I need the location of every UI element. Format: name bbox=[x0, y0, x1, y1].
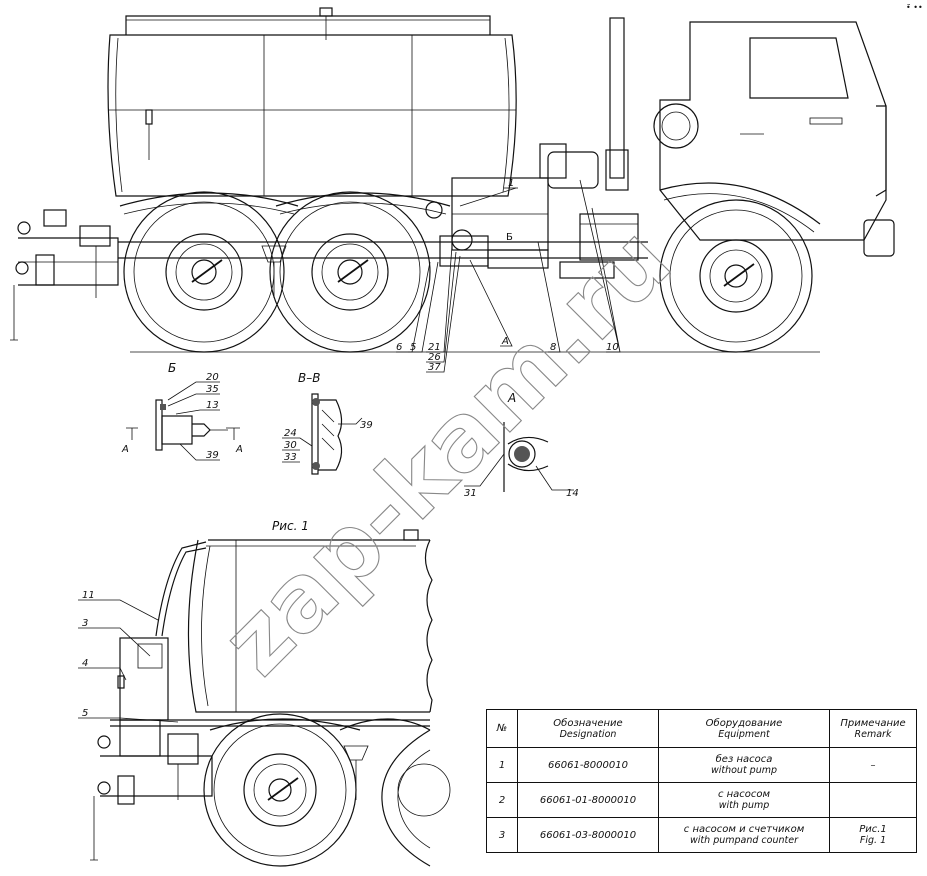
main-callout-numbers: 1 6 5 21 26 37 8 10 А Б bbox=[396, 178, 619, 373]
view-b-callout-13: 13 bbox=[206, 400, 219, 411]
callout-26: 26 bbox=[428, 352, 441, 363]
hatch-bolts bbox=[312, 398, 320, 470]
fig1-callout-4: 4 bbox=[82, 658, 88, 669]
row-remark: – bbox=[829, 747, 917, 783]
view-a-label: А bbox=[507, 391, 516, 405]
view-b-callout-39: 39 bbox=[206, 450, 219, 461]
view-b-section-a-right: А bbox=[235, 444, 243, 455]
row-designation: 66061-8000010 bbox=[517, 747, 659, 783]
cab bbox=[653, 21, 895, 257]
view-b-label: Б bbox=[168, 361, 176, 375]
view-vv: В–В 39 24 30 33 bbox=[282, 371, 373, 475]
view-vv-callout-39: 39 bbox=[360, 420, 373, 431]
view-label-a-marker: А bbox=[501, 336, 509, 347]
view-b: Б А А 20 35 13 39 bbox=[121, 361, 243, 461]
rear-axle-wheel-1 bbox=[123, 191, 285, 353]
view-b-section-a-left: А bbox=[121, 444, 129, 455]
row-number: 1 bbox=[486, 747, 518, 783]
row-designation: 66061-03-8000010 bbox=[517, 817, 659, 853]
callout-1: 1 bbox=[508, 178, 514, 189]
view-b-callout-20: 20 bbox=[206, 372, 219, 383]
callout-5: 5 bbox=[410, 342, 416, 353]
table-row: 3 66061-03-8000010 с насосом и счетчиком… bbox=[486, 817, 917, 853]
fig1-callout-5: 5 bbox=[82, 708, 88, 719]
callout-21: 21 bbox=[428, 342, 441, 353]
suspension bbox=[261, 245, 287, 298]
fig1-wheel-1 bbox=[203, 713, 357, 867]
callout-10: 10 bbox=[606, 342, 619, 353]
fig1-title: Рис. 1 bbox=[272, 519, 309, 533]
equipment-box bbox=[425, 17, 639, 279]
rear-axle-wheel-2 bbox=[269, 191, 431, 353]
view-vv-label: В–В bbox=[298, 371, 320, 385]
fig1-wheel-2 bbox=[381, 729, 451, 867]
view-a-callout-14: 14 bbox=[566, 488, 579, 499]
callout-6: 6 bbox=[396, 342, 402, 353]
view-label-b-on-box: Б bbox=[506, 232, 513, 243]
view-vv-callout-24: 24 bbox=[284, 428, 297, 439]
watermark: zap-kam.ru bbox=[202, 207, 691, 696]
view-b-callout-35: 35 bbox=[206, 384, 219, 395]
callout-37: 37 bbox=[428, 362, 441, 373]
truck-side-view: 1 6 5 21 26 37 8 10 А Б bbox=[10, 7, 895, 373]
fig1-callout-11: 11 bbox=[82, 590, 95, 601]
fig1-view: Рис. 1 bbox=[78, 519, 451, 867]
view-vv-callout-33: 33 bbox=[284, 452, 297, 463]
callout-8: 8 bbox=[550, 342, 556, 353]
row-remark bbox=[829, 782, 917, 818]
corner-mark: •̃ •• bbox=[906, 3, 923, 12]
header-number: № bbox=[486, 709, 518, 748]
view-a: А 31 14 bbox=[464, 391, 579, 499]
tank bbox=[107, 7, 517, 197]
row-number: 2 bbox=[486, 782, 518, 818]
fig1-callout-3: 3 bbox=[82, 618, 88, 629]
view-vv-callout-30: 30 bbox=[284, 440, 297, 451]
main-callout-leaders bbox=[396, 179, 621, 373]
row-designation: 66061-01-8000010 bbox=[517, 782, 659, 818]
row-number: 3 bbox=[486, 817, 518, 853]
view-a-callout-31: 31 bbox=[464, 488, 477, 499]
